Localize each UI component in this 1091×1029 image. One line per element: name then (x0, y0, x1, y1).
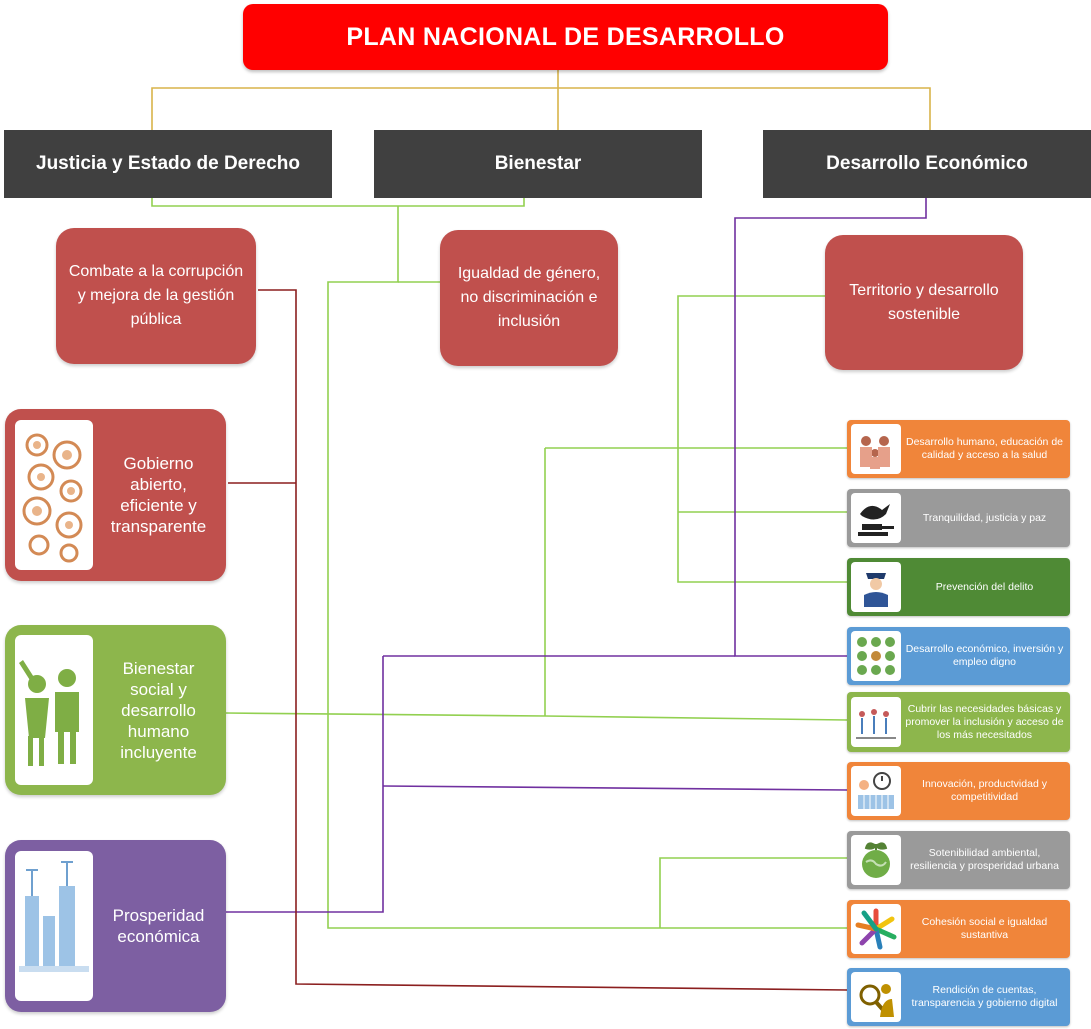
objective-cohesion-social: Cohesión social e igualdad sustantiva (847, 900, 1070, 958)
state-axis-gobierno-abierto: Gobierno abierto, eficiente y transparen… (5, 409, 226, 581)
title-connector (151, 70, 931, 130)
objective-label: Desarrollo económico, inversión y empleo… (905, 643, 1064, 668)
state-axis-bienestar-social: Bienestar social y desarrollo humano inc… (5, 625, 226, 795)
earth-plant-icon (851, 835, 901, 885)
objective-prevencion-delito: Prevención del delito (847, 558, 1070, 616)
plan-title: PLAN NACIONAL DE DESARROLLO (243, 4, 888, 70)
objective-innovacion: Innovación, productvidad y competitivida… (847, 762, 1070, 820)
pillar-justicia: Justicia y Estado de Derecho (4, 130, 332, 198)
objective-label: Rendición de cuentas, transparencia y go… (911, 984, 1058, 1009)
police-icon (851, 562, 901, 612)
crowd-icon (851, 697, 901, 747)
objective-label: Cubrir las necesidades básicas y promove… (905, 702, 1064, 741)
dove-gavel-icon (851, 493, 901, 543)
gears-icon (15, 420, 93, 570)
objective-label: Tranquilidad, justicia y paz (922, 511, 1047, 524)
city-icon (15, 851, 93, 1001)
maroon-connectors (228, 289, 848, 991)
purple-connectors (226, 198, 927, 913)
objective-label: Desarrollo humano, educación de calidad … (905, 436, 1063, 461)
axis-territorio: Territorio y desarrollo sostenible (825, 235, 1023, 370)
objective-rendicion-cuentas: Rendición de cuentas, transparencia y go… (847, 968, 1070, 1026)
objective-label: Cohesión social e igualdad sustantiva (921, 916, 1048, 941)
axis-combate-corrupcion: Combate a la corrupción y mejora de la g… (56, 228, 256, 364)
objective-tranquilidad: Tranquilidad, justicia y paz (847, 489, 1070, 547)
objective-necesidades-basicas: Cubrir las necesidades básicas y promove… (847, 692, 1070, 752)
family-icon (851, 424, 901, 474)
state-axis-label: Bienestar social y desarrollo humano inc… (120, 658, 197, 762)
objective-desarrollo-economico: Desarrollo económico, inversión y empleo… (847, 627, 1070, 685)
grid-icon (851, 631, 901, 681)
green-connectors (151, 198, 848, 929)
objective-label: Prevención del delito (935, 580, 1034, 593)
pillar-desarrollo-economico: Desarrollo Económico (763, 130, 1091, 198)
pillar-bienestar: Bienestar (374, 130, 702, 198)
objective-desarrollo-humano: Desarrollo humano, educación de calidad … (847, 420, 1070, 478)
hands-circle-icon (851, 904, 901, 954)
objective-label: Sotenibilidad ambiental, resiliencia y p… (910, 847, 1059, 872)
people-icon (15, 635, 93, 785)
axis-igualdad-genero: Igualdad de género, no discriminación e … (440, 230, 618, 366)
magnifier-person-icon (851, 972, 901, 1022)
objective-sostenibilidad: Sotenibilidad ambiental, resiliencia y p… (847, 831, 1070, 889)
state-axis-label: Gobierno abierto, eficiente y transparen… (110, 454, 207, 536)
state-axis-prosperidad: Prosperidad económica (5, 840, 226, 1012)
objective-label: Innovación, productvidad y competitivida… (922, 778, 1047, 803)
state-axis-label: Prosperidad económica (112, 906, 205, 946)
innovation-icon (851, 766, 901, 816)
